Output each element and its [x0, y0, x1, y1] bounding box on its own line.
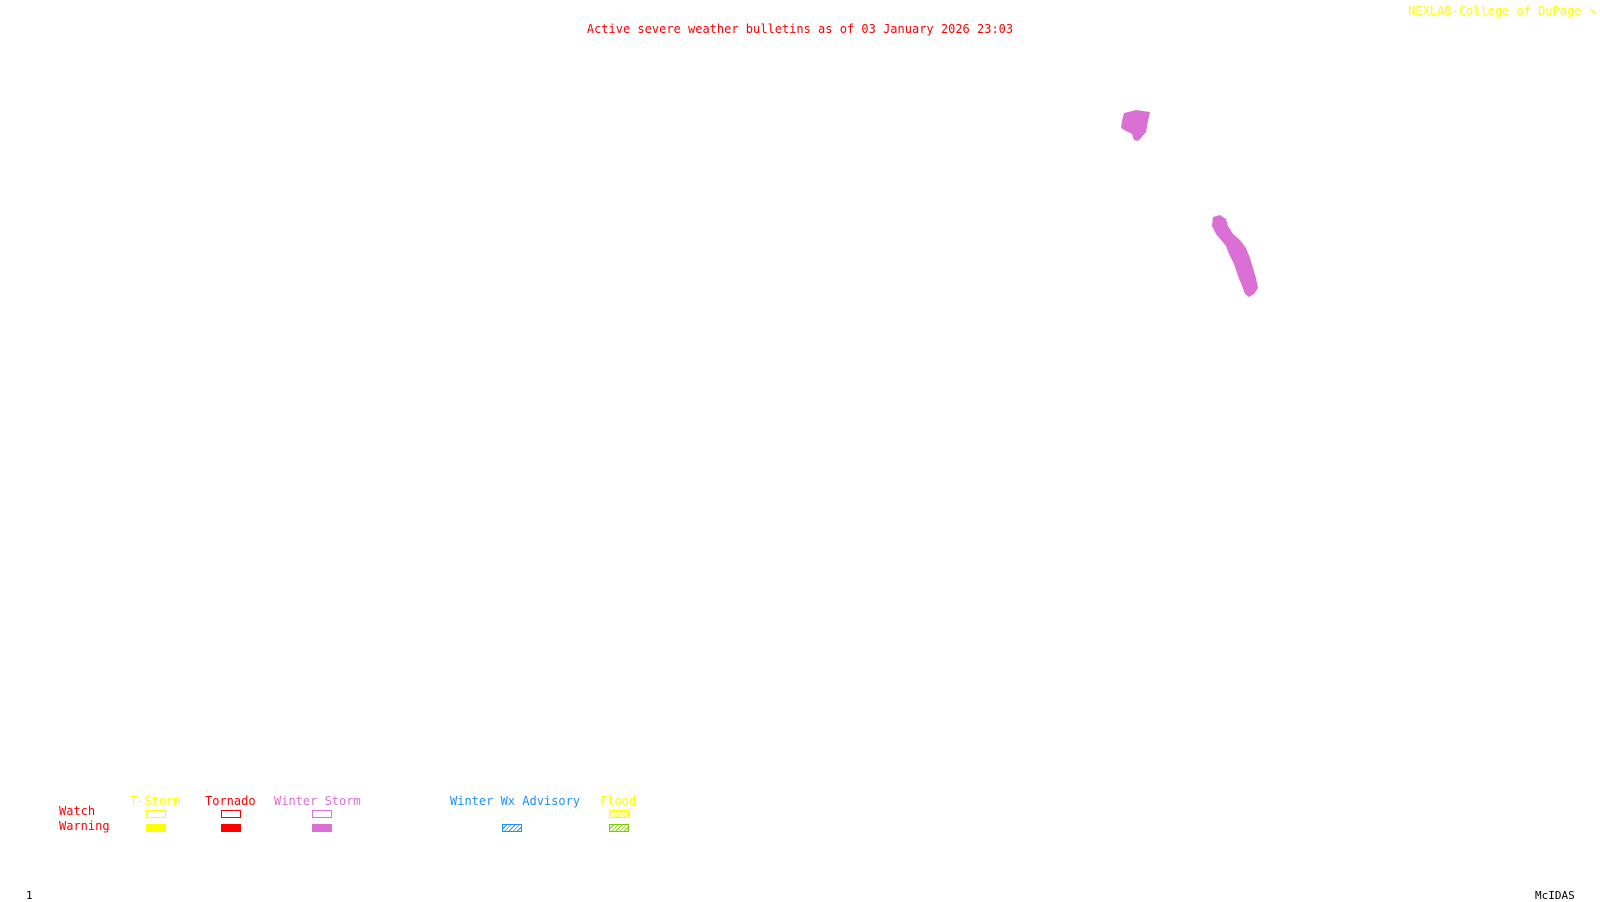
- legend-flood-warning-swatch: [609, 824, 629, 832]
- legend-row-warning: Warning: [59, 819, 110, 833]
- legend-winter-storm-watch-swatch: [312, 810, 332, 818]
- alert-area-winter-storm-south: [1212, 215, 1258, 297]
- credit: NEXLAB-College of DuPage ⬊: [1408, 4, 1596, 18]
- alert-area-winter-storm-north: [1121, 110, 1150, 141]
- legend-tornado-warning-swatch: [221, 824, 241, 832]
- legend-col-tstorm: T-Storm: [130, 794, 181, 808]
- legend-tstorm-watch-swatch: [146, 810, 166, 818]
- credit-text: NEXLAB-College of DuPage: [1408, 4, 1582, 18]
- frame-number: 1: [26, 889, 33, 902]
- legend-col-tornado: Tornado: [205, 794, 256, 808]
- legend-flood-watch-swatch: [609, 810, 629, 818]
- legend-winter-wx-advisory-swatch: [502, 824, 522, 832]
- legend-col-winter-wx-advisory: Winter Wx Advisory: [450, 794, 581, 808]
- legend-col-flood: Flood: [600, 794, 637, 808]
- legend-tornado-watch-swatch: [221, 810, 241, 818]
- legend-col-winter-storm: Winter Storm: [274, 794, 361, 808]
- legend-row-watch: Watch: [59, 804, 96, 818]
- legend-winter-storm-warning-swatch: [312, 824, 332, 832]
- page-title: Active severe weather bulletins as of 03…: [586, 22, 1014, 36]
- legend-tstorm-warning-swatch: [146, 824, 166, 832]
- software-label: McIDAS: [1535, 889, 1575, 902]
- nexlab-logo-icon: ⬊: [1588, 4, 1596, 18]
